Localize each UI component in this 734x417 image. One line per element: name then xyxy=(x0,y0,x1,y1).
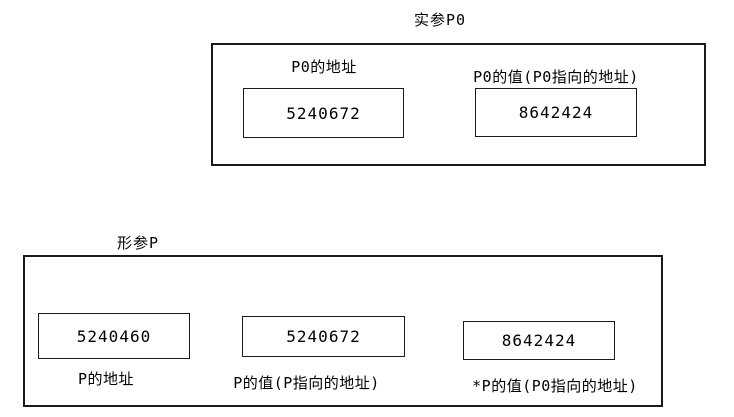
p-value-value: 5240672 xyxy=(286,327,361,346)
actual-param-title: 实参P0 xyxy=(414,11,467,29)
p0-value-value-box: 8642424 xyxy=(475,88,637,137)
p-value-label: P的值(P指向的地址) xyxy=(233,374,380,392)
p-address-value: 5240460 xyxy=(76,326,152,346)
p-address-value-box: 5240460 xyxy=(38,313,190,359)
p0-address-label: P0的地址 xyxy=(291,58,357,76)
p-deref-value-box: 8642424 xyxy=(463,321,615,360)
p0-value-label: P0的值(P0指向的地址) xyxy=(473,68,639,86)
p-value-value-box: 5240672 xyxy=(242,316,405,357)
p-deref-label: *P的值(P0指向的地址) xyxy=(472,377,638,395)
formal-param-title: 形参P xyxy=(117,234,160,252)
p0-address-value: 5240672 xyxy=(286,103,361,123)
p-deref-value: 8642424 xyxy=(501,331,577,350)
p-address-label: P的地址 xyxy=(77,370,135,388)
p0-value-value: 8642424 xyxy=(518,103,594,122)
p0-address-value-box: 5240672 xyxy=(243,88,404,138)
